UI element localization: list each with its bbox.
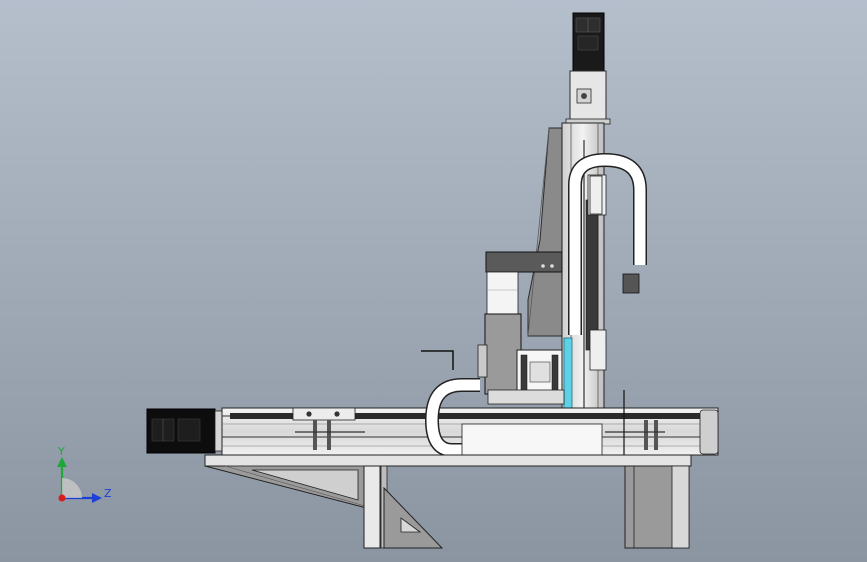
support-stand bbox=[204, 465, 690, 549]
vertical-motor bbox=[572, 12, 605, 72]
tool-arm bbox=[485, 251, 563, 273]
y-axis-label: Y bbox=[57, 445, 65, 458]
l-wrench bbox=[421, 350, 454, 370]
horizontal-axis-assembly bbox=[146, 378, 719, 467]
z-axis-label: Z bbox=[104, 487, 112, 500]
horizontal-motor bbox=[146, 408, 223, 454]
coordinate-triad: Y Z bbox=[57, 445, 112, 503]
vertical-axis-assembly bbox=[421, 12, 647, 409]
x-axis-dot bbox=[58, 494, 66, 502]
base-plate bbox=[204, 454, 692, 467]
left-post bbox=[363, 465, 381, 549]
tool-head bbox=[484, 313, 522, 395]
